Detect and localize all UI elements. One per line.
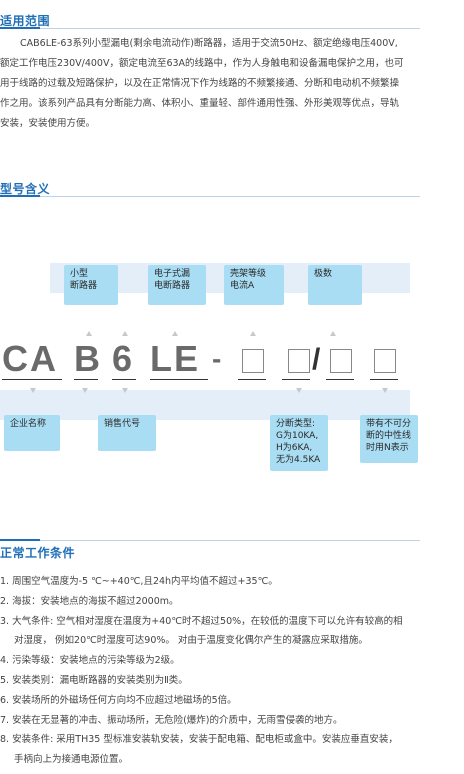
section-heading-conditions: 正常工作条件 (0, 544, 420, 561)
arrow-up-icon (250, 331, 256, 336)
underline (74, 379, 98, 380)
list-item: 7. 安装在无显著的冲击、振动场所，无危险(爆炸)的介质中，无雨雪侵袭的地方。 (0, 714, 343, 726)
box-text: 极数 (314, 269, 333, 279)
section-divider (0, 539, 420, 541)
list-item: 8. 安装条件: 采用TH35 型标准安装轨安装，安装于配电箱、配电柜或盒中。安… (0, 734, 398, 746)
arrow-up-icon (172, 331, 178, 336)
arrow-down-icon (296, 388, 302, 393)
label-box-miniature-breaker: 小型 断路器 (64, 265, 118, 305)
box-text: 销售代号 (104, 419, 141, 429)
box-text: 小型 (70, 269, 89, 279)
code-ca: CA (2, 338, 58, 379)
section-title: 适用范围 (0, 14, 51, 28)
label-box-neutral: 带有不可分 断的中性线 时用N表示 (360, 415, 418, 463)
box-text: 电子式漏 (154, 269, 191, 279)
slot-poles (330, 349, 352, 373)
label-box-breaking-type: 分断类型: G为10KA, H为6KA, 无为4.5KA (270, 415, 328, 471)
code-dash: - (212, 343, 224, 374)
arrow-down-icon (382, 388, 388, 393)
slot-breaking-type (288, 349, 310, 373)
box-text: 分断类型: (276, 419, 316, 429)
list-item: 4. 污染等级：安装地点的污染等级为2级。 (0, 655, 180, 667)
scope-paragraph: CAB6LE-63系列小型漏电(剩余电流动作)断路器，适用于交流50Hz、额定绝… (0, 34, 426, 134)
label-box-poles: 极数 (308, 265, 362, 305)
box-text: 电断路器 (154, 281, 191, 291)
arrow-up-icon (122, 331, 128, 336)
model-designation-diagram: 小型 断路器 电子式漏 电断路器 壳架等级 电流A 极数 CA B 6 LE -… (0, 255, 464, 485)
arrow-down-icon (30, 388, 36, 393)
arrow-up-icon (86, 331, 92, 336)
paragraph-line: 作之用。该系列产品具有分断能力高、体积小、重量轻、部件通用性强、外形美观等优点，… (0, 98, 400, 109)
list-item: 6. 安装场所的外磁场任何方向均不应超过地磁场的5倍。 (0, 694, 237, 706)
box-text: 企业名称 (10, 419, 47, 429)
list-item: 5. 安装类别：漏电断路器的安装类别为Ⅱ类。 (0, 674, 188, 686)
underline (326, 379, 354, 380)
label-box-sales-code: 销售代号 (98, 415, 156, 451)
underline (282, 379, 310, 380)
section-heading-scope: 适用范围 (0, 12, 420, 29)
list-item: 1. 周围空气温度为-5 ℃~+40℃,且24h内平均值不超过+35℃。 (0, 576, 278, 587)
arrow-up-icon (330, 331, 336, 336)
box-text: 带有不可分 (366, 419, 412, 429)
code-6: 6 (112, 338, 135, 379)
section-title: 型号含义 (0, 182, 51, 196)
underline (2, 379, 62, 380)
list-item-continuation: 手柄向上为接通电源位置。 (14, 754, 129, 766)
code-b: B (74, 338, 102, 379)
underline (370, 379, 398, 380)
underline (150, 379, 208, 380)
label-box-electronic-rcbo: 电子式漏 电断路器 (148, 265, 206, 305)
underline (112, 379, 136, 380)
box-text: 电流A (230, 281, 255, 291)
diagram-band-bottom (0, 390, 410, 420)
section-divider (0, 27, 420, 29)
section-heading-model: 型号含义 (0, 180, 420, 197)
label-box-company-name: 企业名称 (4, 415, 60, 451)
slot-frame-current (242, 349, 264, 373)
list-item: 2. 海拔：安装地点的海拔不超过2000m。 (0, 595, 179, 607)
arrow-down-icon (122, 388, 128, 393)
section-title: 正常工作条件 (0, 546, 76, 560)
list-item-continuation: 对湿度， 例如20℃时湿度可达90%。 对由于温度变化偶尔产生的凝露应采取措施。 (14, 635, 368, 647)
paragraph-line: CAB6LE-63系列小型漏电(剩余电流动作)断路器，适用于交流50Hz、额定绝… (20, 38, 398, 49)
box-text: G为10KA, (276, 431, 319, 441)
box-text: 壳架等级 (230, 269, 267, 279)
conditions-list: 1. 周围空气温度为-5 ℃~+40℃,且24h内平均值不超过+35℃。 2. … (0, 572, 440, 770)
code-slash: / (312, 343, 321, 376)
box-text: 无为4.5KA (276, 455, 321, 465)
box-text: 断路器 (70, 281, 98, 291)
slot-neutral (374, 349, 396, 373)
paragraph-line: 安装，安装使用方便。 (0, 118, 96, 129)
box-text: 断的中性线 (366, 431, 412, 441)
code-le: LE (150, 338, 201, 379)
label-box-frame-current: 壳架等级 电流A (224, 265, 284, 305)
underline (238, 379, 266, 380)
arrow-down-icon (82, 388, 88, 393)
box-text: H为6KA, (276, 443, 313, 453)
paragraph-line: 用于线路的过载及短路保护，以及在正常情况下作为线路的不频繁接通、分断和电动机不频… (0, 78, 400, 89)
paragraph-line: 额定工作电压230V/400V，额定电流至63A的线路中，作为人身触电和设备漏电… (0, 58, 404, 69)
section-divider (0, 195, 420, 197)
box-text: 时用N表示 (366, 443, 409, 453)
list-item: 3. 大气条件: 空气相对湿度在温度为+40℃时不超过50%，在较低的温度下可以… (0, 615, 403, 627)
